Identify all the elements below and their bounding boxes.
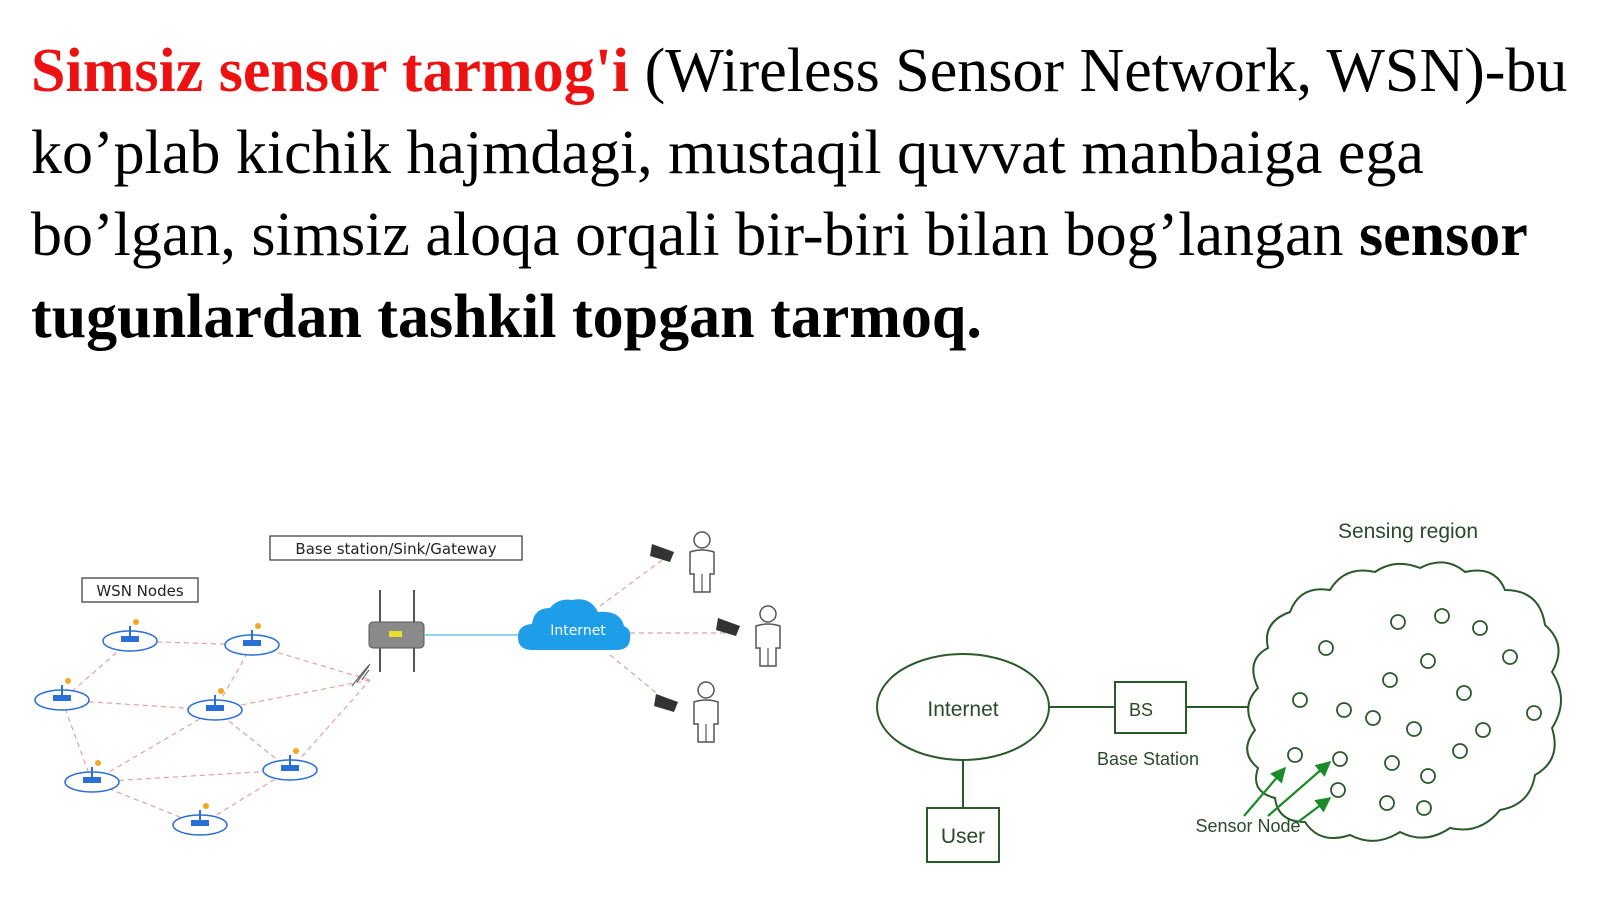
sensor-node xyxy=(1456,685,1472,701)
sensor-node xyxy=(1287,747,1303,763)
definition-term: Simsiz sensor tarmog'i xyxy=(31,37,630,105)
sensor-node xyxy=(1420,768,1436,784)
user-laptop-icon xyxy=(654,681,719,743)
sensor-node xyxy=(1526,705,1542,721)
right-wsn-diagram: Sensing region Internet BS Base Station … xyxy=(876,520,1562,863)
bs-node xyxy=(1114,681,1187,734)
wsn-node xyxy=(224,623,280,656)
wsn-node xyxy=(172,803,228,836)
user-laptop-icon xyxy=(716,605,781,667)
sensor-node xyxy=(1379,795,1395,811)
sensor-node xyxy=(1452,743,1468,759)
sensing-region-label: Sensing region xyxy=(1338,520,1478,543)
sensor-node xyxy=(1434,608,1450,624)
base-station-label-box xyxy=(269,535,523,561)
wsn-node xyxy=(34,678,90,711)
node-links xyxy=(61,640,371,826)
wsn-node xyxy=(64,760,120,793)
sensor-node xyxy=(1390,614,1406,630)
sensor-nodes xyxy=(1287,608,1542,816)
sensor-node-label: Sensor Node xyxy=(1195,816,1300,836)
definition-text: Simsiz sensor tarmog'i (Wireless Sensor … xyxy=(31,30,1576,358)
sensor-node xyxy=(1292,692,1308,708)
sensor-node xyxy=(1472,620,1488,636)
base-station-caption: Base Station xyxy=(1097,749,1199,769)
sensor-node xyxy=(1475,722,1491,738)
wsn-nodes-label: WSN Nodes xyxy=(96,582,183,600)
sensor-node xyxy=(1318,640,1334,656)
user-laptop-icon xyxy=(650,531,715,593)
bs-node-label: BS xyxy=(1129,700,1153,720)
base-station-label: Base station/Sink/Gateway xyxy=(295,540,496,558)
definition-emphasis: sensor tugunlardan tashkil topgan tarmoq… xyxy=(31,201,1527,351)
sensor-node xyxy=(1406,721,1422,737)
left-wsn-diagram: WSN Nodes Base station/Sink/Gateway Inte… xyxy=(34,531,781,836)
sensor-node xyxy=(1416,800,1432,816)
sensor-node xyxy=(1365,710,1381,726)
wsn-node xyxy=(262,748,318,781)
sensor-node xyxy=(1332,751,1348,767)
user-node-label: User xyxy=(941,825,985,848)
gateway-router-icon xyxy=(351,590,425,687)
user-links xyxy=(599,557,735,701)
internet-cloud-icon xyxy=(518,599,631,650)
user-node xyxy=(926,807,1000,863)
cloud-internet-label: Internet xyxy=(550,623,606,639)
sensor-node xyxy=(1384,755,1400,771)
wsn-node xyxy=(102,619,158,652)
sensor-node-arrows xyxy=(1243,760,1332,823)
definition-plain: (Wireless Sensor Network, WSN)-bu ko’pla… xyxy=(31,37,1568,269)
sensor-node xyxy=(1420,653,1436,669)
wsn-nodes-label-box xyxy=(81,577,199,603)
sensor-node xyxy=(1382,672,1398,688)
sensor-node xyxy=(1336,702,1352,718)
sensor-node xyxy=(1330,782,1346,798)
internet-node-label: Internet xyxy=(927,698,998,721)
wsn-node xyxy=(187,688,243,721)
sensor-node xyxy=(1502,649,1518,665)
